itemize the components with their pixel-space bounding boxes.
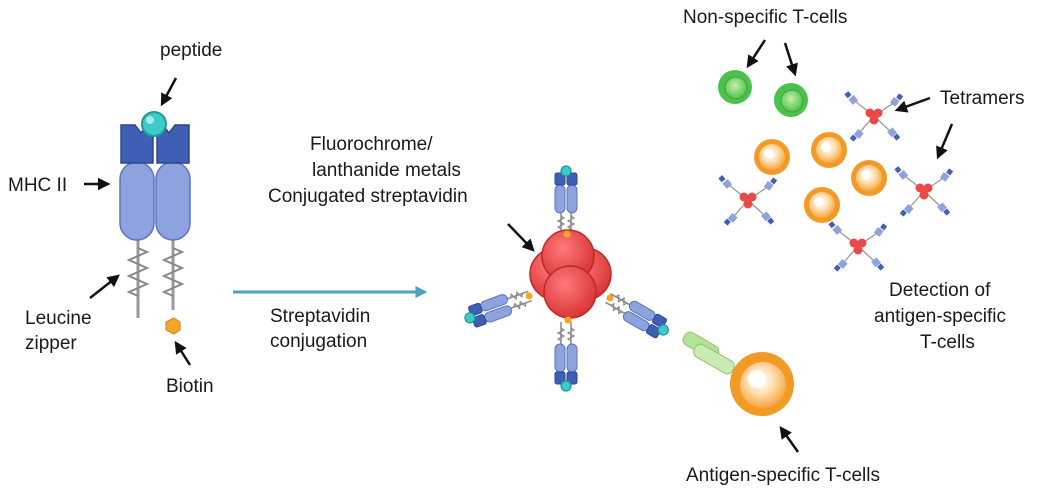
antigen-specific-cell: [804, 187, 840, 223]
fluorochrome-label-line1: Fluorochrome/: [310, 134, 433, 155]
antigen-specific-label: Antigen-specific T-cells: [686, 465, 880, 486]
peptide-label: peptide: [160, 40, 222, 61]
biotin-arrow: [174, 340, 192, 366]
nonspecific-arrow-1: [746, 39, 767, 69]
tetramers-label: Tetramers: [940, 88, 1024, 109]
tetramer-icon: [843, 90, 904, 143]
tetramer-icon: [827, 220, 888, 273]
leucine-zipper-label-line2: zipper: [25, 333, 77, 354]
antigen-specific-cell: [811, 132, 847, 168]
biotin-label: Biotin: [166, 376, 214, 397]
tetramers-arrow-2: [936, 123, 954, 160]
antigen-specific-cell: [851, 160, 887, 196]
nonspecific-cell: [717, 69, 753, 105]
leucine-zipper-label-line1: Leucine: [25, 308, 92, 329]
conjugation-label-line1: Streptavidin: [270, 306, 370, 327]
tetramer-icon: [893, 165, 954, 218]
detection-label-line2: antigen-specific: [874, 306, 1006, 327]
tetramers-arrow-1: [894, 96, 931, 113]
leucine-zipper-arrow: [89, 274, 120, 299]
detection-label-line1: Detection of: [889, 280, 991, 301]
tetramer-icon: [717, 174, 778, 227]
nonspecific-arrow-2: [783, 42, 798, 77]
nonspecific-label: Non-specific T-cells: [683, 7, 847, 28]
antigen-specific-arrow: [779, 425, 800, 453]
fluorochrome-label-line3: Conjugated streptavidin: [268, 186, 468, 207]
peptide-arrow: [160, 77, 178, 107]
tetramer-complex: [460, 165, 794, 416]
nonspecific-cell: [773, 82, 809, 118]
mhc-ii-molecule: [119, 111, 191, 335]
antigen-specific-cell: [754, 139, 790, 175]
fluorochrome-label-line2: lanthanide metals: [312, 160, 461, 181]
mhc-ii-label: MHC II: [8, 175, 67, 196]
fluorochrome-arrow: [507, 223, 535, 252]
detection-label-line3: T-cells: [920, 332, 975, 353]
conjugation-label-line2: conjugation: [270, 331, 367, 352]
